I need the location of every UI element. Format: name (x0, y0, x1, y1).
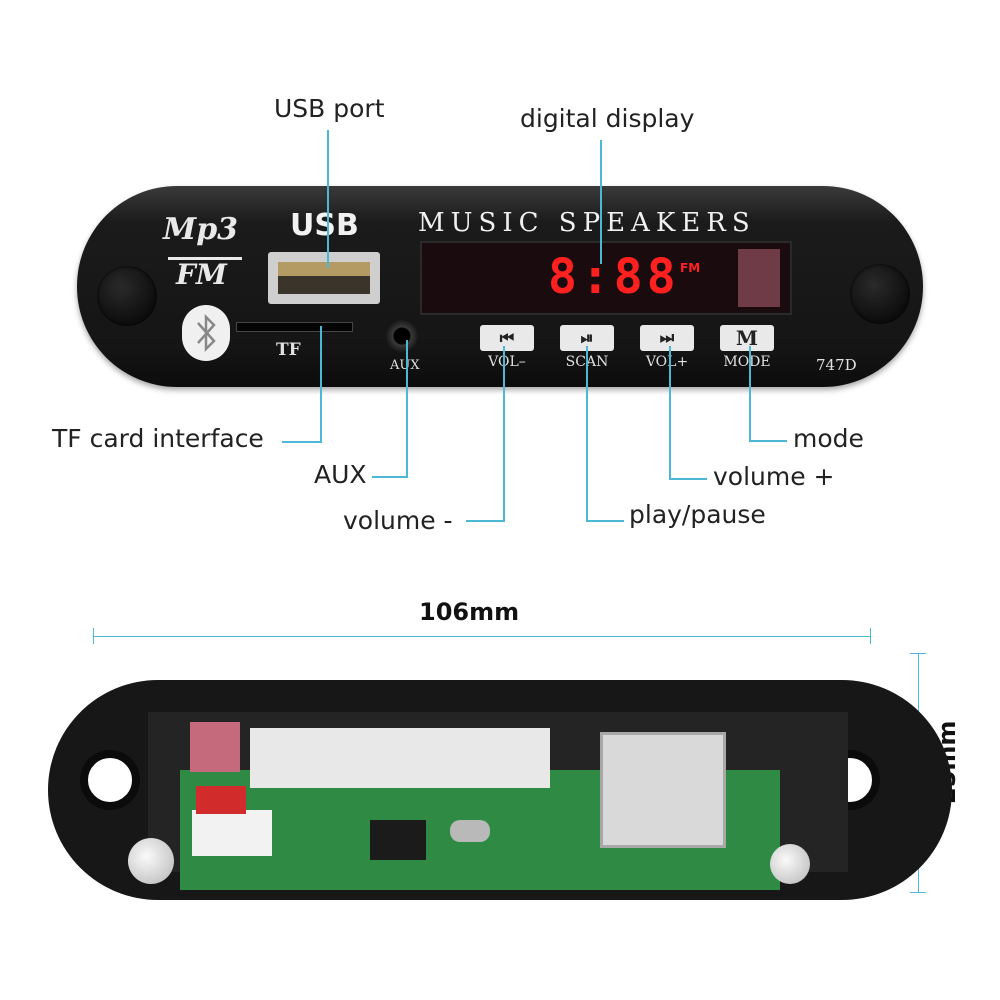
usb-label: USB (290, 208, 359, 243)
vol-minus-callout-line-h (466, 520, 505, 522)
aux-jack (386, 320, 418, 352)
height-dim-cap-bottom (910, 892, 926, 893)
connector-white (192, 810, 272, 856)
vol-plus-label: VOL+ (645, 354, 689, 370)
volume-down-button[interactable]: ⏮ (480, 325, 534, 351)
brand-title: MUSIC SPEAKERS (418, 208, 756, 238)
mode-label: MODE (723, 354, 771, 370)
vol-minus-callout-line-v (503, 346, 505, 522)
left-mount-hole (80, 750, 140, 810)
mode-callout: mode (793, 424, 864, 453)
play-callout-line-h (586, 520, 624, 522)
logo-divider (168, 257, 242, 260)
left-screw (128, 838, 174, 884)
aux-callout-line-v (406, 340, 408, 478)
play-callout-line-v (586, 346, 588, 522)
bluetooth-icon (182, 305, 230, 361)
display-digits: 8:88 (548, 249, 680, 305)
width-dim-cap-right (870, 628, 871, 644)
display-fm: FM (680, 261, 701, 275)
model-number: 747D (816, 356, 857, 374)
width-dimension: 106mm (419, 598, 520, 626)
tf-card-callout: TF card interface (52, 424, 264, 453)
width-dimension-line (93, 636, 871, 637)
aux-label: AUX (390, 358, 420, 373)
right-mount-knob (850, 264, 910, 324)
aux-callout-line-h (372, 476, 408, 478)
display-module (250, 728, 550, 788)
volume-plus-callout: volume + (713, 462, 835, 491)
left-mount-knob (97, 266, 157, 326)
width-dim-cap-left (93, 628, 94, 644)
usb-port (268, 252, 380, 304)
display-pink-edge (190, 722, 240, 772)
usb-callout-line (327, 130, 329, 268)
crystal (450, 820, 490, 842)
tf-label: TF (276, 340, 301, 360)
tf-callout-line-h (282, 441, 322, 443)
back-usb-port (600, 732, 726, 848)
vol-minus-label: VOL– (488, 354, 526, 370)
display-callout-line (600, 140, 602, 264)
play-pause-callout: play/pause (629, 500, 766, 529)
volume-up-button[interactable]: ⏭ (640, 325, 694, 351)
vol-plus-callout-line-v (669, 346, 671, 480)
mode-callout-line-v (749, 346, 751, 442)
mode-callout-line-h (749, 440, 787, 442)
digital-display: 8:88 FM (420, 241, 792, 315)
circuit-board (180, 722, 780, 890)
tf-callout-line-v (320, 326, 322, 443)
right-screw (770, 844, 810, 884)
mode-button[interactable]: M (720, 325, 774, 351)
vol-plus-callout-line-h (669, 478, 707, 480)
logo-fm: FM (176, 258, 227, 291)
usb-port-callout: USB port (274, 94, 385, 123)
connector-red (196, 786, 246, 814)
logo-mp3: Mp3 (163, 212, 239, 247)
volume-minus-callout: volume - (343, 506, 453, 535)
height-dim-cap-top (910, 653, 926, 654)
chip (370, 820, 426, 860)
tf-card-slot (236, 322, 353, 332)
digital-display-callout: digital display (520, 104, 695, 133)
aux-callout: AUX (314, 460, 367, 489)
